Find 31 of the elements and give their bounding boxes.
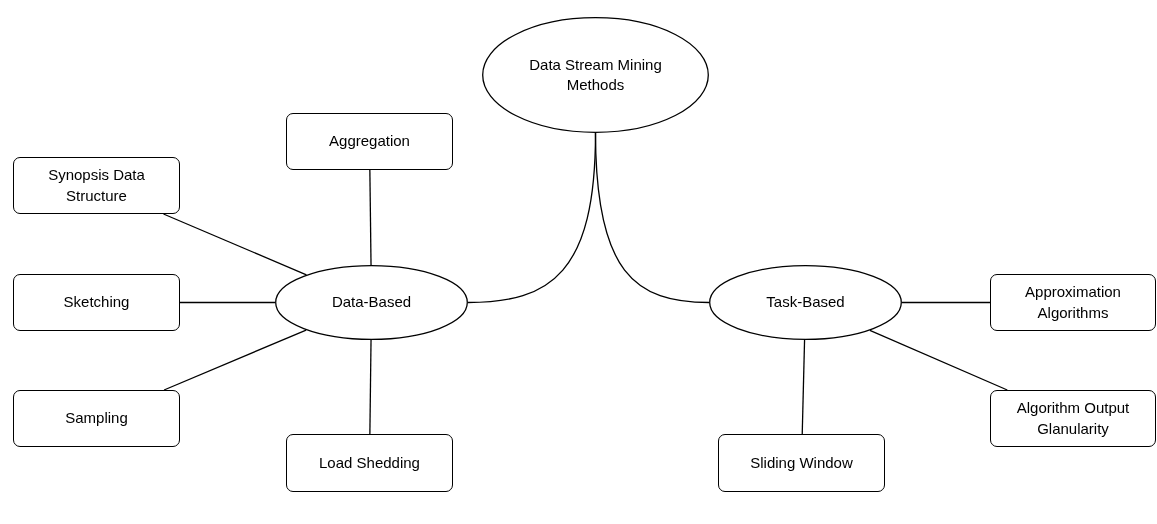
topic-ellipse: [482, 17, 709, 133]
connector-line: [369, 339, 372, 435]
connector-line: [163, 329, 307, 391]
node-label: Synopsis Data Structure: [47, 165, 146, 206]
topic-box: [286, 113, 453, 170]
node-label: Sampling: [65, 408, 128, 429]
node-label: Load Shedding: [319, 452, 420, 473]
node-label: Sketching: [63, 292, 130, 313]
topic-box: [13, 157, 180, 214]
topic-box: [990, 390, 1156, 447]
topic-ellipse: [709, 265, 902, 340]
topic-box: [990, 274, 1156, 331]
topic-box: [718, 434, 885, 492]
connector-line: [369, 169, 372, 266]
node-label: Data Stream Mining Methods: [528, 54, 663, 95]
connector-line: [594, 132, 710, 304]
connector-line: [901, 301, 991, 304]
connector-line: [179, 301, 276, 304]
node-label: Data-Based: [331, 292, 412, 313]
connector-line: [869, 329, 1008, 391]
topic-box: [286, 434, 453, 492]
node-label: Task-Based: [766, 292, 845, 313]
connector-line: [801, 339, 806, 435]
topic-ellipse: [275, 265, 468, 340]
node-label: Algorithm Output Glanularity: [1015, 398, 1131, 439]
topic-box: [13, 274, 180, 331]
topic-box: [13, 390, 180, 447]
connector-line: [162, 213, 308, 276]
node-label: Sliding Window: [750, 452, 853, 473]
node-label: Approximation Algorithms: [1024, 282, 1122, 323]
node-label: Aggregation: [329, 131, 410, 152]
